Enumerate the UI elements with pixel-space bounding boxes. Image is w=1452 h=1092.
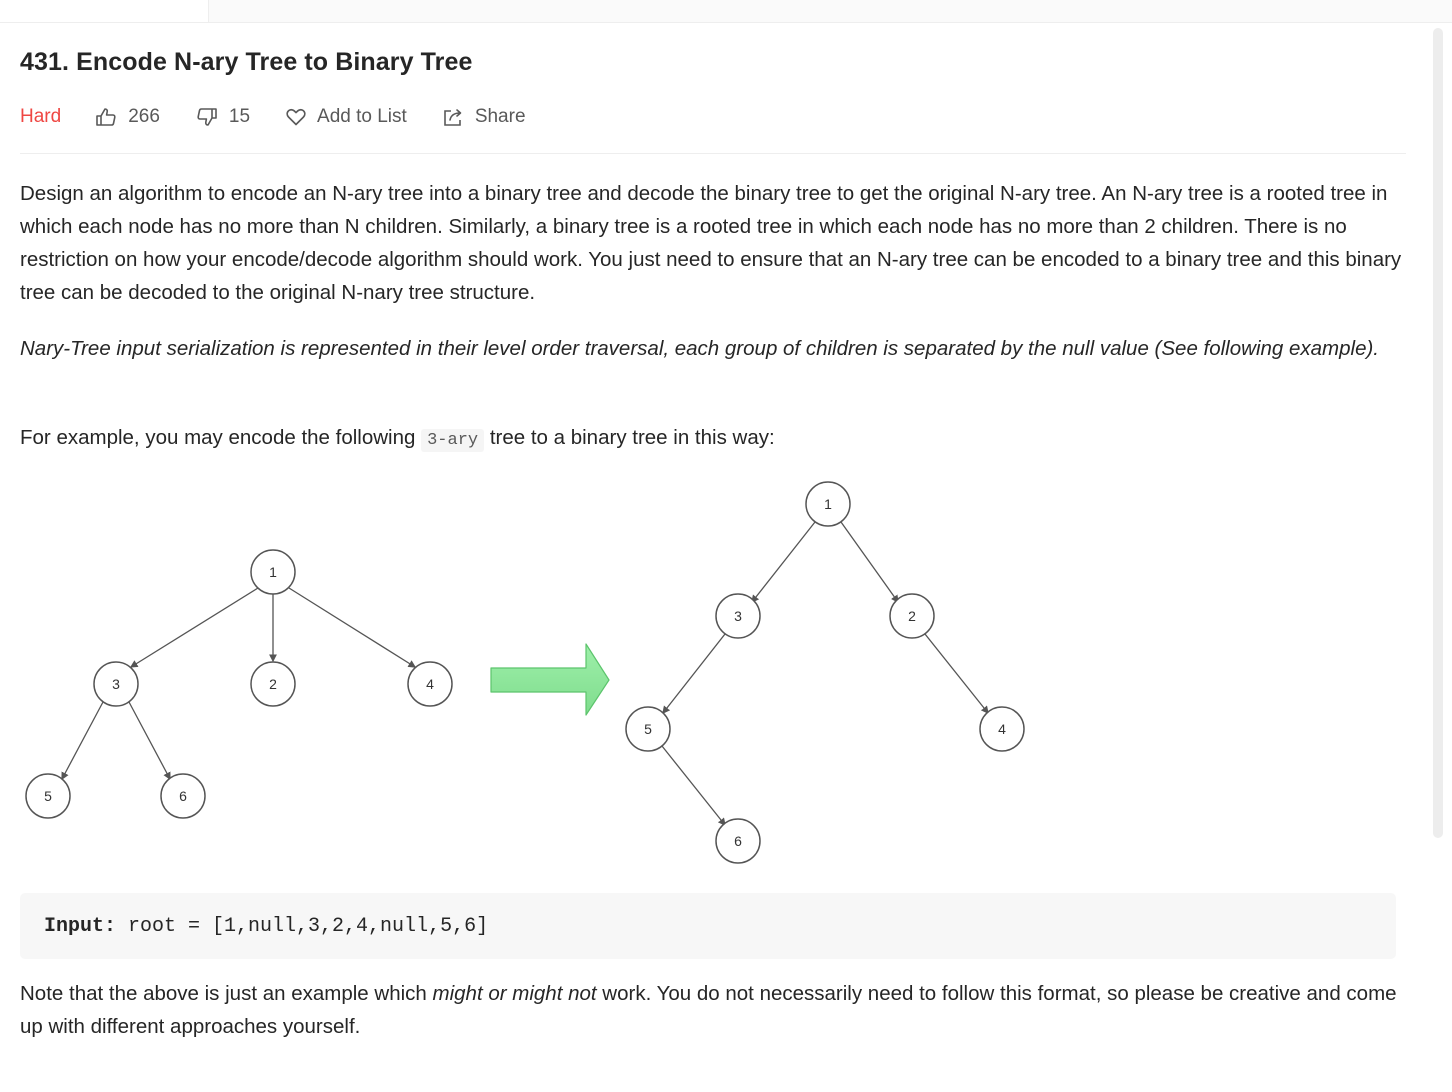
nary-node-2: 2 <box>250 661 296 707</box>
nary-edge-3-5 <box>61 701 104 781</box>
nary-node-1: 1 <box>250 549 296 595</box>
binary-edge-1-3 <box>751 521 816 604</box>
example-code-block: Input: root = [1,null,3,2,4,null,5,6] <box>20 893 1396 959</box>
nary-node-6: 6 <box>160 773 206 819</box>
binary-node-3: 3 <box>715 593 761 639</box>
heart-icon <box>286 109 306 126</box>
binary-node-1: 1 <box>805 481 851 527</box>
binary-edge-5-6 <box>661 745 726 827</box>
svg-text:2: 2 <box>908 608 916 624</box>
nary-node-3: 3 <box>93 661 139 707</box>
binary-tree-edges <box>661 521 989 827</box>
svg-text:4: 4 <box>998 721 1006 737</box>
difficulty-badge: Hard <box>20 106 62 127</box>
share-label: Share <box>474 106 526 127</box>
inline-code-3-ary: 3-ary <box>421 429 485 452</box>
transform-arrow-icon <box>490 643 610 716</box>
svg-text:2: 2 <box>269 676 277 692</box>
add-to-list-button[interactable]: Add to List <box>286 106 407 128</box>
binary-node-2: 2 <box>889 593 935 639</box>
binary-edge-1-2 <box>840 521 899 604</box>
like-count: 266 <box>128 106 160 127</box>
nary-edge-1-3 <box>129 587 259 668</box>
svg-text:6: 6 <box>734 833 742 849</box>
svg-text:5: 5 <box>44 788 52 804</box>
binary-node-6: 6 <box>715 818 761 864</box>
description-paragraph-3: For example, you may encode the followin… <box>20 421 1410 457</box>
note-paragraph: Note that the above is just an example w… <box>20 977 1410 1043</box>
header-divider <box>20 153 1406 154</box>
svg-text:3: 3 <box>112 676 120 692</box>
svg-text:4: 4 <box>426 676 434 692</box>
share-button[interactable]: Share <box>443 106 526 128</box>
binary-edge-3-5 <box>662 633 726 715</box>
nary-edge-3-6 <box>128 701 171 781</box>
svg-text:1: 1 <box>824 496 832 512</box>
binary-node-4: 4 <box>979 706 1025 752</box>
p3-text-after: tree to a binary tree in this way: <box>484 426 775 449</box>
example-input-value: root = [1,null,3,2,4,null,5,6] <box>128 914 489 938</box>
vertical-scrollbar[interactable] <box>1433 28 1443 838</box>
p3-text-before: For example, you may encode the followin… <box>20 426 422 449</box>
dislike-button[interactable]: 15 <box>196 106 250 128</box>
example-input-label: Input: <box>44 914 117 938</box>
note-text-before: Note that the above is just an example w… <box>20 982 433 1005</box>
svg-text:3: 3 <box>734 608 742 624</box>
binary-node-5: 5 <box>625 706 671 752</box>
thumbs-down-icon <box>197 108 217 126</box>
svg-text:5: 5 <box>644 721 652 737</box>
problem-meta-row: Hard 266 15 Add to List Share <box>20 102 562 132</box>
nary-tree-edges <box>61 587 417 781</box>
svg-text:6: 6 <box>179 788 187 804</box>
note-text-italic: might or might not <box>432 982 597 1005</box>
thumbs-up-icon <box>96 108 116 126</box>
top-tab-bar <box>0 0 1452 23</box>
note-text-after: work. You do not necessarily need to fol… <box>20 982 1397 1038</box>
description-paragraph-2: Nary-Tree input serialization is represe… <box>20 337 1380 360</box>
tree-diagram: 1 3 2 4 5 6 1 3 2 5 4 6 <box>25 481 1025 864</box>
add-to-list-label: Add to List <box>317 106 407 127</box>
tab-description[interactable] <box>0 0 209 22</box>
binary-edge-2-4 <box>924 633 989 715</box>
share-icon <box>444 108 462 126</box>
nary-node-4: 4 <box>407 661 453 707</box>
description-paragraph-1: Design an algorithm to encode an N-ary t… <box>20 182 1402 304</box>
problem-title: 431. Encode N-ary Tree to Binary Tree <box>20 48 473 76</box>
nary-edge-1-4 <box>288 587 417 668</box>
svg-text:1: 1 <box>269 564 277 580</box>
dislike-count: 15 <box>228 106 251 127</box>
nary-node-5: 5 <box>25 773 71 819</box>
like-button[interactable]: 266 <box>95 106 160 128</box>
